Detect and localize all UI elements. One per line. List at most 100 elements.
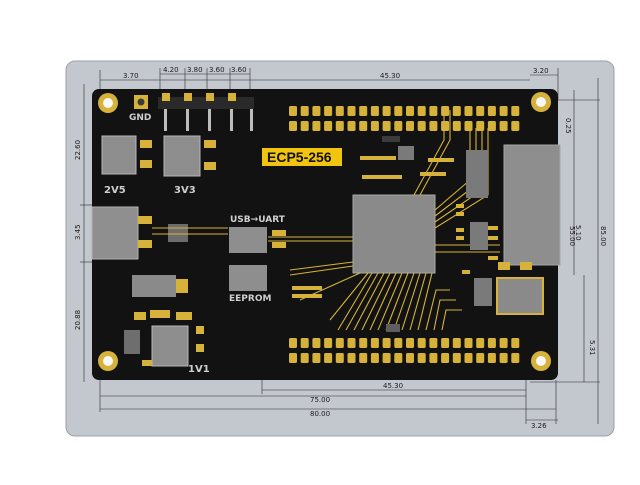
dim-right-1: 5.10 <box>574 225 582 241</box>
header-pin <box>300 121 309 131</box>
header-pin <box>312 353 321 363</box>
usb-uart-chip <box>229 227 267 253</box>
dim-top-3: 3.60 <box>209 66 225 74</box>
header-pin <box>511 338 520 348</box>
header-pin <box>499 353 508 363</box>
header-pin <box>417 353 426 363</box>
header-pin <box>429 106 438 116</box>
header-pin <box>289 338 297 348</box>
dim-left-1: 3.45 <box>74 224 82 240</box>
dim-top-0: 3.70 <box>123 72 139 80</box>
oscillator <box>496 277 544 315</box>
dim-right-4: 5.31 <box>588 340 596 356</box>
side-connector <box>503 144 561 266</box>
header-pin <box>370 121 379 131</box>
dim-bottom-1: 75.00 <box>310 396 330 404</box>
header-pin <box>394 338 403 348</box>
silk-1v1: 1V1 <box>188 364 210 375</box>
header-pin <box>487 106 496 116</box>
header-pin <box>452 106 461 116</box>
header-pin <box>417 106 426 116</box>
header-pin <box>335 353 344 363</box>
header-pin <box>335 338 344 348</box>
header-pin <box>499 338 508 348</box>
header-pin <box>406 353 414 363</box>
header-pin <box>324 121 333 131</box>
regulator-2v5 <box>101 135 137 175</box>
dim-bottom-2: 80.00 <box>310 410 330 418</box>
header-pin <box>429 353 438 363</box>
dim-bottom-0: 45.30 <box>383 382 403 390</box>
top-small-ic <box>398 146 414 160</box>
header-pin <box>324 106 333 116</box>
header-pin <box>359 338 368 348</box>
header-pin <box>359 353 368 363</box>
regulator-3v3 <box>163 135 201 177</box>
header-pin <box>499 106 508 116</box>
usb-connector <box>91 206 139 260</box>
regulator-1v1 <box>151 325 189 367</box>
header-pin <box>511 353 520 363</box>
dim-right-2: 55.00 <box>568 226 576 246</box>
header-pin <box>359 121 368 131</box>
top-pin-header <box>289 106 520 131</box>
header-pin <box>441 106 450 116</box>
header-pin <box>487 121 496 131</box>
header-pin <box>347 121 356 131</box>
eeprom-chip <box>229 265 267 291</box>
header-pin <box>394 121 403 131</box>
dim-top-4: 3.60 <box>231 66 247 74</box>
silk-3v3: 3V3 <box>174 185 196 196</box>
header-pin <box>476 121 485 131</box>
header-pin <box>452 121 461 131</box>
header-pin <box>300 338 309 348</box>
header-pin <box>441 338 450 348</box>
dim-left-2: 20.88 <box>74 310 82 330</box>
dim-top-5: 45.30 <box>380 72 400 80</box>
silk-usb-uart: USB→UART <box>230 215 286 225</box>
header-pin <box>406 106 414 116</box>
header-pin <box>324 353 333 363</box>
header-pin <box>406 121 414 131</box>
header-pin <box>347 338 356 348</box>
fpga-chip <box>352 194 436 274</box>
dim-right-0: 0.25 <box>564 118 572 134</box>
header-pin <box>417 338 426 348</box>
header-pin <box>324 338 333 348</box>
header-pin <box>394 106 403 116</box>
dim-left-0: 22.60 <box>74 140 82 160</box>
header-pin <box>441 353 450 363</box>
header-pin <box>312 338 321 348</box>
bottom-pin-header <box>289 338 520 363</box>
header-pin <box>476 353 485 363</box>
header-pin <box>394 353 403 363</box>
mounting-holes <box>98 92 551 371</box>
header-pin <box>370 353 379 363</box>
header-pin <box>464 338 473 348</box>
header-pin <box>487 338 496 348</box>
header-pin <box>511 106 520 116</box>
header-pin <box>464 353 473 363</box>
header-pin <box>370 338 379 348</box>
header-pin <box>417 121 426 131</box>
header-pin <box>511 121 520 131</box>
silk-gnd: GND <box>129 113 151 123</box>
jumper-header <box>158 93 254 131</box>
header-pin <box>335 106 344 116</box>
header-pin <box>370 106 379 116</box>
header-pin <box>487 353 496 363</box>
header-pin <box>289 106 297 116</box>
header-pin <box>452 353 461 363</box>
ecp5-label: ECP5-256 <box>267 149 332 165</box>
header-pin <box>429 338 438 348</box>
dim-right-3: 85.00 <box>599 226 607 246</box>
silk-2v5: 2V5 <box>104 185 126 196</box>
dim-top-6: 3.20 <box>533 67 549 75</box>
power-inductor <box>132 275 176 297</box>
header-pin <box>499 121 508 131</box>
header-pin <box>382 338 391 348</box>
dim-bottom-3: 3.26 <box>531 422 547 430</box>
header-pin <box>300 353 309 363</box>
header-pin <box>429 121 438 131</box>
